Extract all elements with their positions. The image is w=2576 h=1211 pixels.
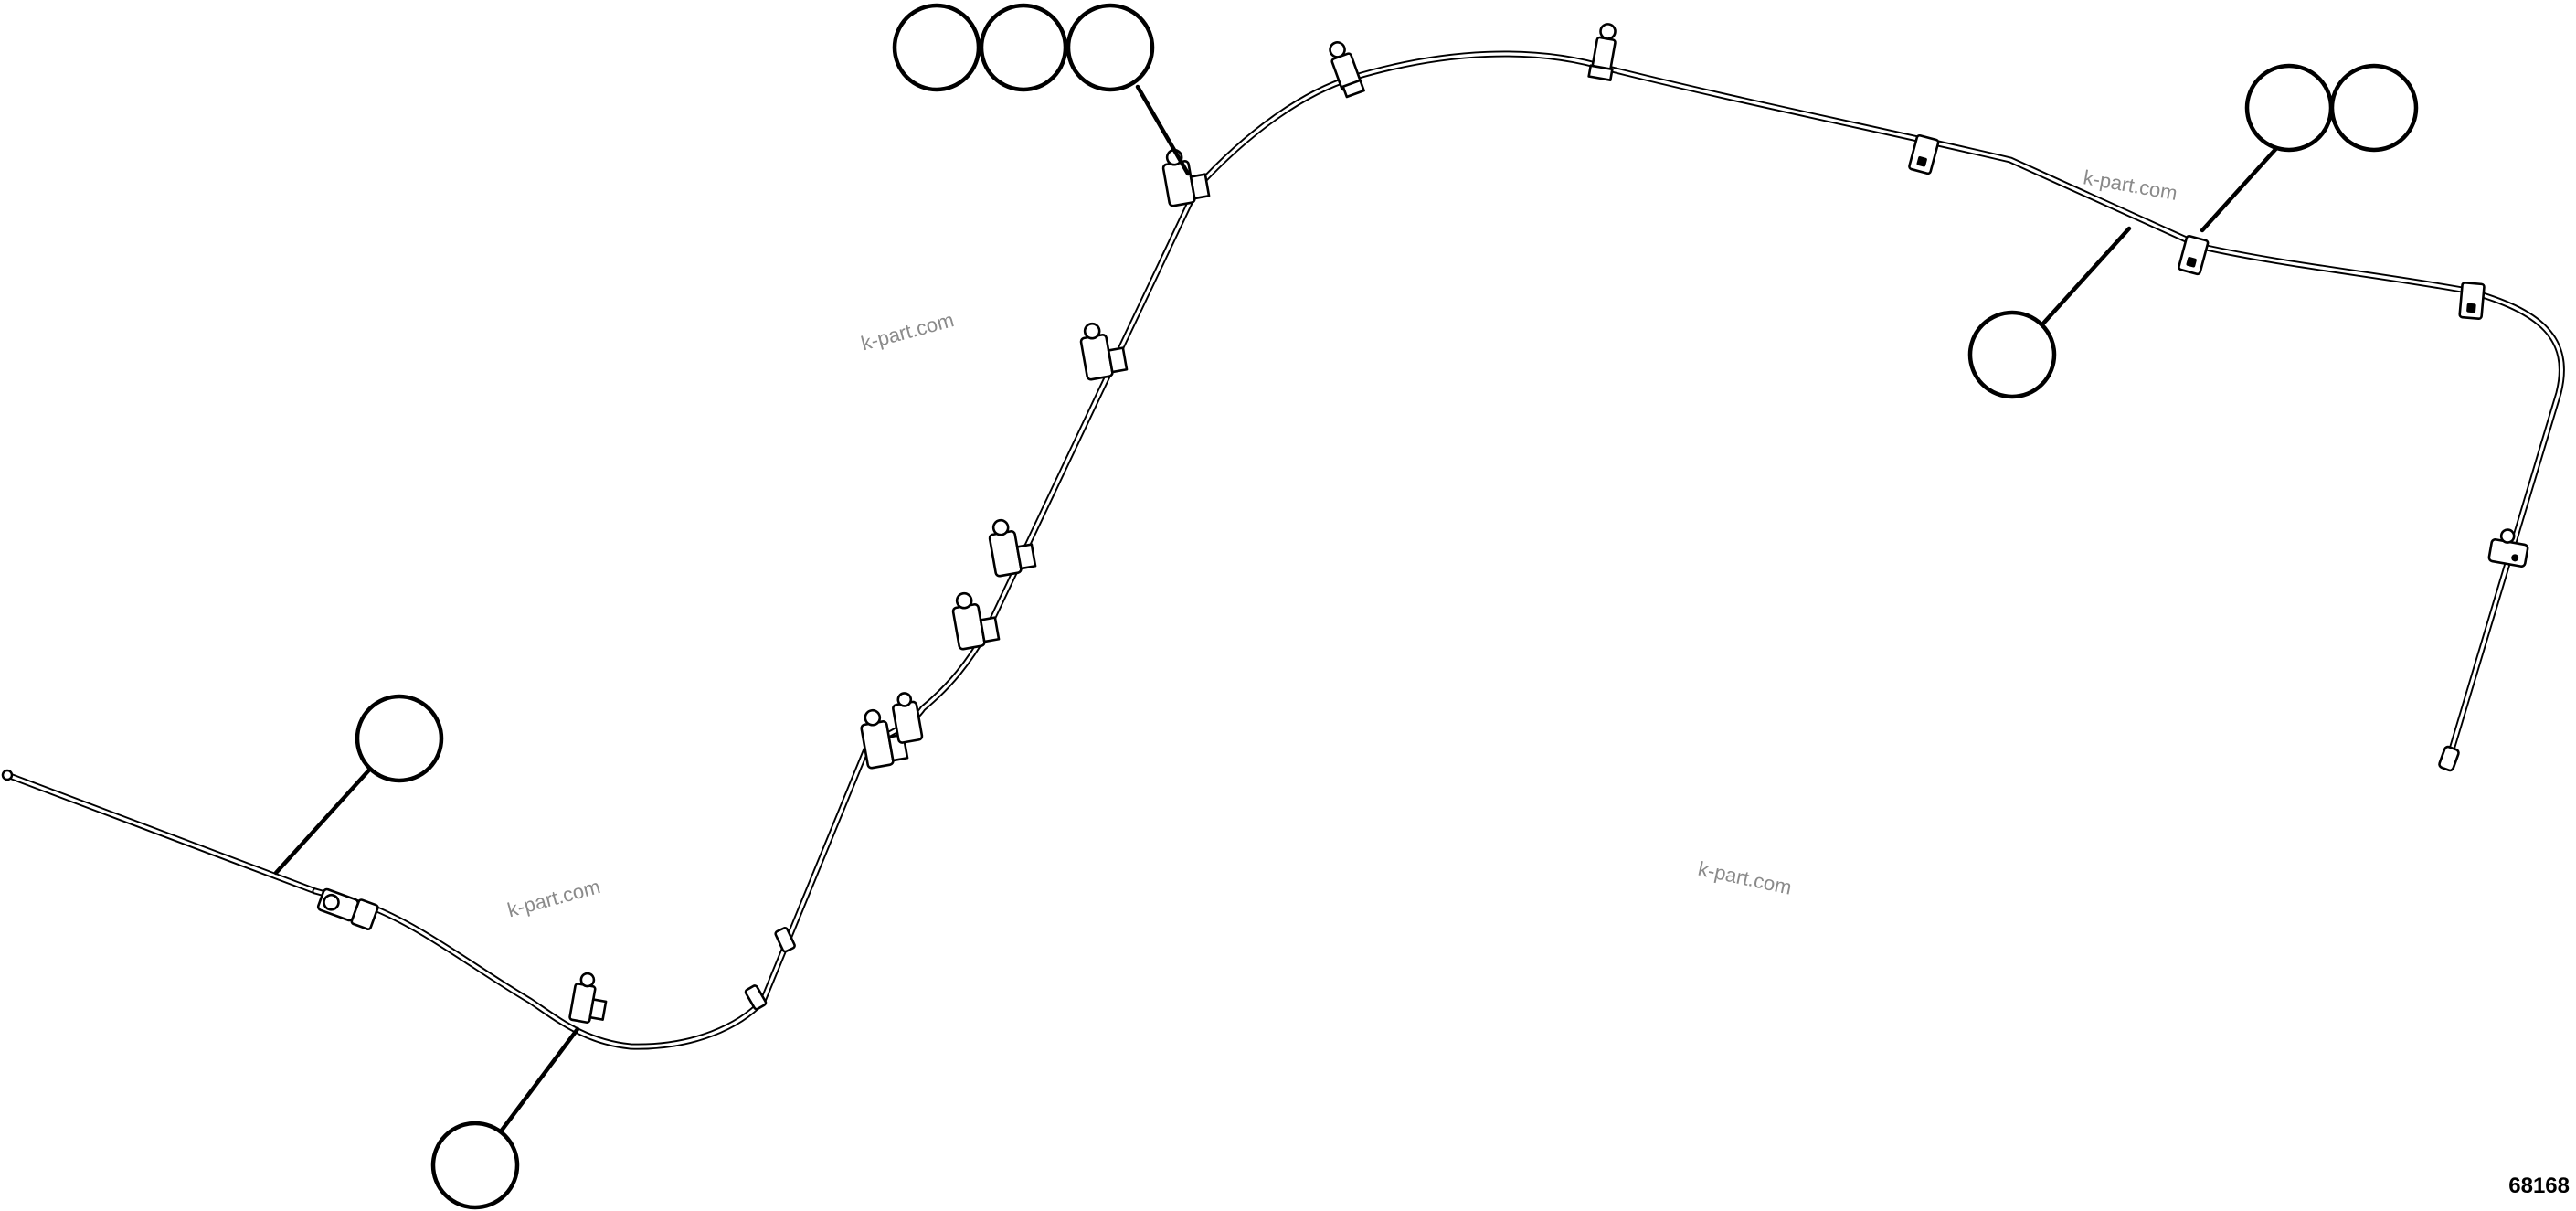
tube-main-inner <box>313 52 2563 1048</box>
clamps <box>316 23 2529 1024</box>
figure-number: 68168 <box>2508 1174 2570 1198</box>
end-fitting-icon <box>2438 745 2460 772</box>
coupling-icon <box>316 887 379 930</box>
clamp-icon <box>1161 148 1211 207</box>
clamp-icon <box>988 518 1037 578</box>
tube-rod-segment-inner <box>5 773 317 893</box>
watermarks: k-part.com k-part.com k-part.com k-part.… <box>505 165 2179 921</box>
watermark-text: k-part.com <box>859 308 957 355</box>
callout-circle <box>979 3 1068 92</box>
callout-circle <box>430 1121 520 1210</box>
clamp-icon <box>1908 133 1940 175</box>
callout-circle <box>2329 63 2419 153</box>
clamp-icon <box>892 692 924 744</box>
callout-leader <box>273 763 376 876</box>
clamp-icon <box>1329 41 1365 99</box>
callout-circle <box>892 3 981 92</box>
watermark-text: k-part.com <box>1696 857 1794 899</box>
clamp-icon <box>568 972 608 1024</box>
tube-line <box>1 50 2565 1050</box>
callout-leader <box>2040 226 2132 327</box>
callout-circle <box>355 694 444 783</box>
callout-leader <box>2200 142 2283 233</box>
watermark-text: k-part.com <box>505 875 603 921</box>
callout-leader <box>498 1026 580 1134</box>
callout-circle <box>1967 310 2057 399</box>
callout-leader <box>1135 84 1191 176</box>
clamp-icon <box>774 927 796 953</box>
callouts <box>273 3 2419 1210</box>
clamp-icon <box>1587 23 1617 81</box>
clamp-icon <box>744 984 768 1011</box>
clamp-icon <box>2487 528 2529 568</box>
clamp-icon <box>951 591 1001 651</box>
clamp-icon <box>2178 234 2210 276</box>
clamp-icon <box>2458 281 2486 321</box>
clamp-icon <box>1079 322 1129 381</box>
rod-tip <box>1 769 14 781</box>
callout-circle <box>1065 3 1155 92</box>
callout-circle <box>2244 63 2334 153</box>
